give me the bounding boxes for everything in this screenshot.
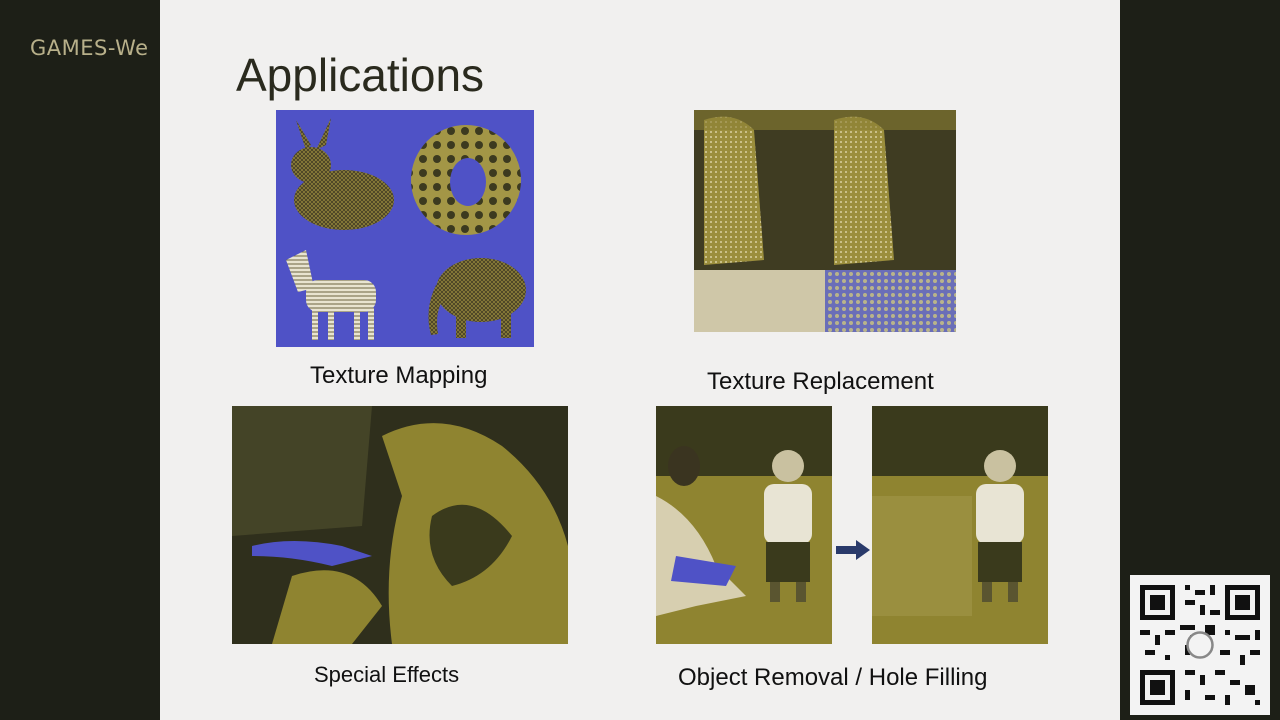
- texture-mapping-image: [276, 110, 534, 347]
- object-removal-caption: Object Removal / Hole Filling: [678, 664, 988, 691]
- zebra-model: [286, 250, 376, 340]
- object-removal-after-image: [872, 406, 1048, 644]
- object-removal-before-image: [656, 406, 832, 644]
- slide: Applications: [160, 0, 1120, 720]
- qr-code-icon: [1130, 575, 1270, 715]
- slide-title: Applications: [236, 49, 485, 101]
- watermark: GAMES-We: [30, 36, 149, 60]
- bunny-model: [291, 118, 394, 230]
- texture-mapping-caption: Texture Mapping: [310, 362, 488, 389]
- torus-model: [411, 125, 521, 235]
- arrow-right-icon: [836, 540, 870, 560]
- special-effects-image: [232, 406, 568, 644]
- texture-replacement-caption: Texture Replacement: [707, 368, 934, 395]
- elephant-model: [428, 258, 526, 338]
- texture-replacement-image: [694, 110, 956, 332]
- special-effects-caption: Special Effects: [314, 662, 460, 687]
